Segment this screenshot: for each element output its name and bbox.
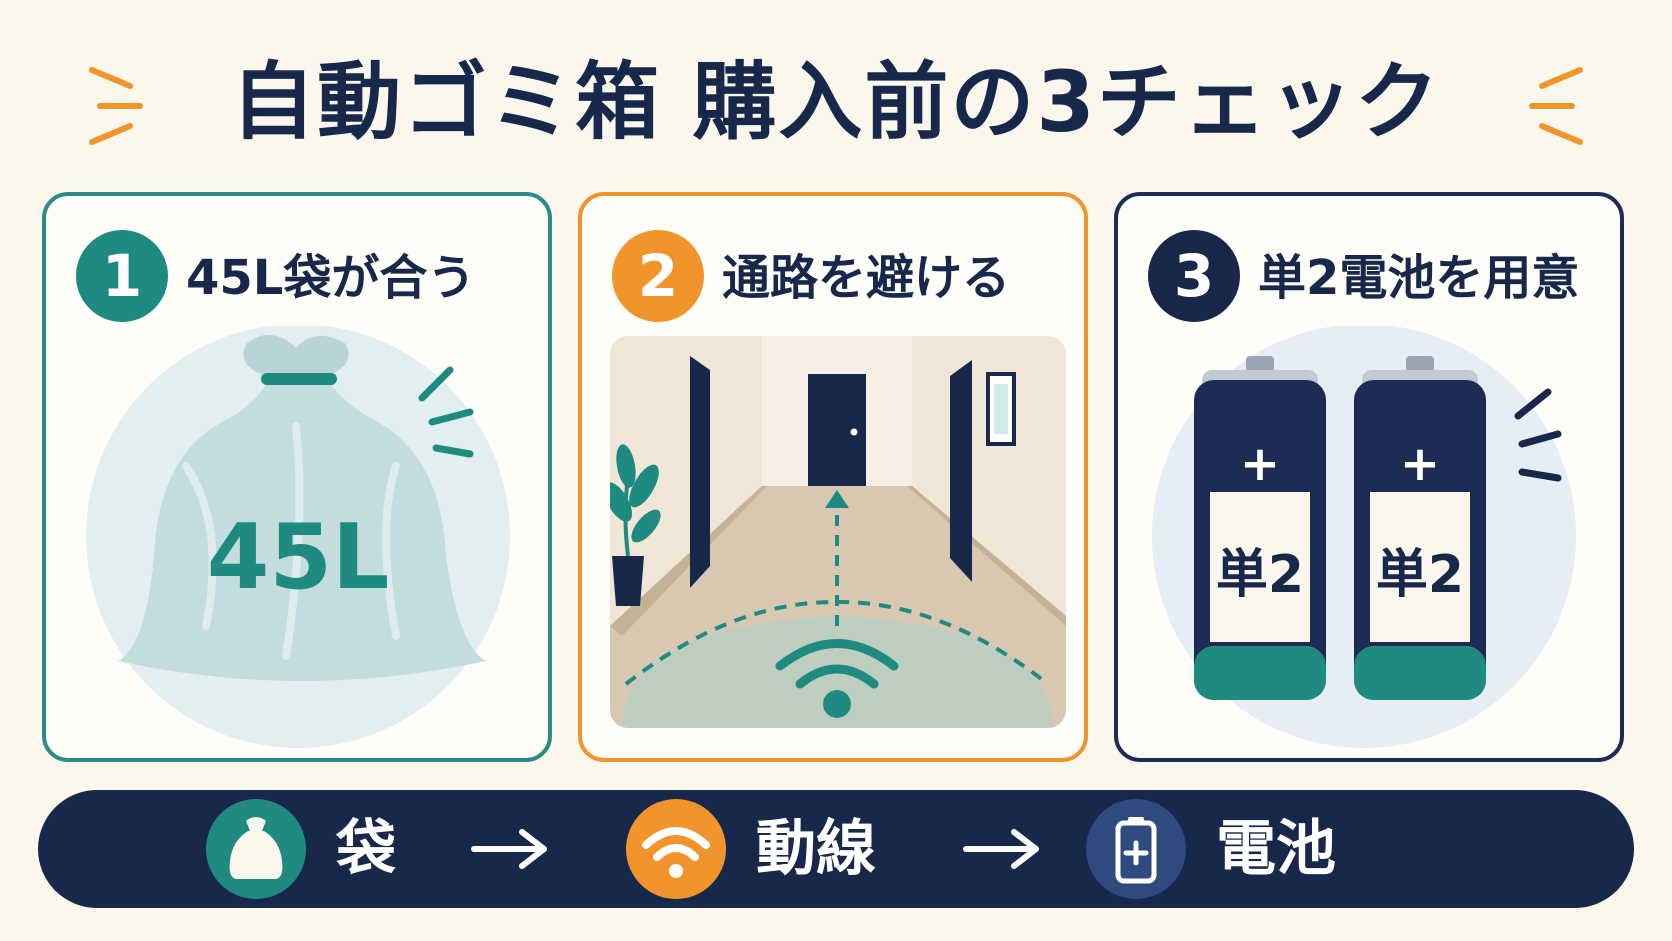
card-heading: 45L袋が合う [186, 250, 476, 306]
trash-bag-icon: 45L [86, 326, 510, 748]
page-title: 自動ゴミ箱 購入前の3チェック [231, 53, 1441, 151]
step-number-badge: 2 [612, 230, 704, 322]
battery-plus-label: + [1400, 436, 1440, 492]
battery-icon: + 単2 + 単2 [1152, 326, 1576, 748]
flow-step-label: 電池 [1216, 814, 1336, 884]
flow-bar: 袋 動線 電池 [38, 790, 1634, 908]
sparkle-right-icon [1529, 67, 1583, 145]
step-number-badge: 1 [76, 230, 168, 322]
flow-step-label: 動線 [756, 814, 876, 884]
battery-plus-label: + [1240, 436, 1280, 492]
check-card-3: 3 単2電池を用意 + 単2 + 単2 [1114, 192, 1624, 762]
arrow-right-icon [963, 829, 1039, 869]
hallway-sensor-icon [610, 336, 1066, 728]
check-card-1: 1 45L袋が合う 45L [42, 192, 552, 762]
card-heading: 通路を避ける [722, 250, 1011, 306]
bag-volume-label: 45L [207, 505, 390, 610]
check-card-2: 2 通路を避ける [578, 192, 1088, 762]
flow-step-label: 袋 [336, 814, 396, 884]
battery-size-label: 単2 [1216, 545, 1304, 605]
wifi-sensor-icon [626, 799, 726, 899]
battery-icon [1086, 799, 1186, 899]
battery-size-label: 単2 [1376, 545, 1464, 605]
step-number-badge: 3 [1148, 230, 1240, 322]
card-heading: 単2電池を用意 [1258, 250, 1580, 306]
sparkle-left-icon [89, 67, 143, 145]
arrow-right-icon [471, 829, 547, 869]
bag-icon [206, 799, 306, 899]
